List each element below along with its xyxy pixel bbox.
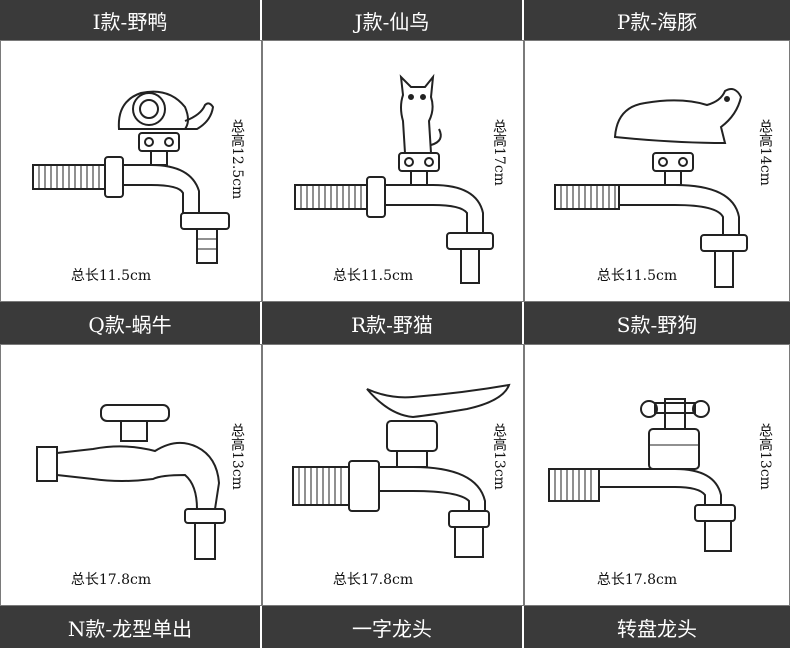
dragon-faucet-icon — [36, 404, 226, 560]
length-label: 总长11.5cm — [70, 268, 152, 284]
header-q: Q款-蜗牛 — [0, 302, 262, 344]
height-label: 总高12.5cm — [229, 119, 245, 200]
length-label: 总长17.8cm — [70, 572, 152, 588]
footer-label-lever: 一字龙头 — [262, 606, 524, 648]
height-label: 总高13cm — [229, 423, 245, 490]
height-label: 总高13cm — [491, 423, 507, 490]
product-cell-cat[interactable]: 总高17cm 总长11.5cm — [262, 40, 524, 302]
length-label: 总长17.8cm — [332, 572, 414, 588]
product-cell-snail[interactable]: 总高12.5cm 总长11.5cm — [0, 40, 262, 302]
header-s: S款-野狗 — [524, 302, 790, 344]
product-cell-dog[interactable]: 总高14cm 总长11.5cm — [524, 40, 790, 302]
footer-label-dragon: N款-龙型单出 — [0, 606, 262, 648]
dog-faucet-icon — [554, 88, 748, 288]
height-label: 总高13cm — [757, 423, 773, 490]
header-r: R款-野猫 — [262, 302, 524, 344]
snail-faucet-icon — [32, 90, 230, 264]
length-label: 总长11.5cm — [332, 268, 414, 284]
length-label: 总长11.5cm — [596, 268, 678, 284]
product-cell-dragon[interactable]: 总高13cm 总长17.8cm — [0, 344, 262, 606]
footer-label-turntable: 转盘龙头 — [524, 606, 790, 648]
height-label: 总高17cm — [491, 119, 507, 186]
product-cell-turntable[interactable]: 总高13cm 总长17.8cm — [524, 344, 790, 606]
lever-faucet-icon — [292, 383, 511, 558]
header-snail: I款-野鸭 — [0, 0, 262, 40]
header-dog: P款-海豚 — [524, 0, 790, 40]
product-cell-lever[interactable]: 总高13cm 总长17.8cm — [262, 344, 524, 606]
length-label: 总长17.8cm — [596, 572, 678, 588]
header-cat: J款-仙鸟 — [262, 0, 524, 40]
turntable-faucet-icon — [548, 398, 736, 552]
cat-faucet-icon — [294, 73, 494, 284]
height-label: 总高14cm — [757, 119, 773, 186]
